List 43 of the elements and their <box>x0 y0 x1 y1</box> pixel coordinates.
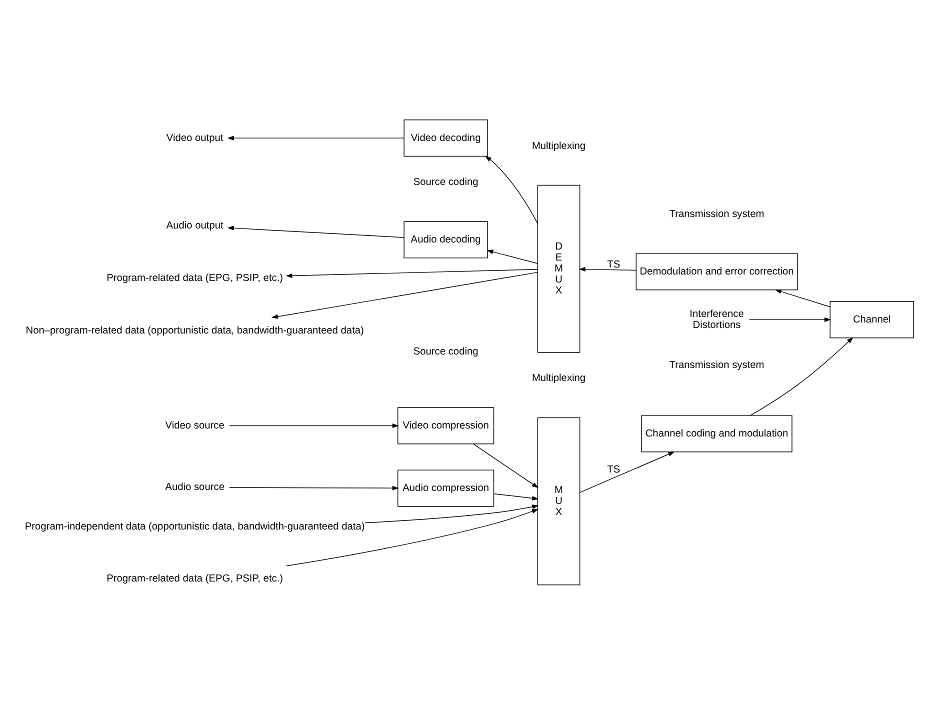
node-text: Video output <box>166 132 224 144</box>
node-text: Program-independent data (opportunistic data, bandwidth-guaranteed data) <box>24 520 365 532</box>
arrow <box>578 266 636 272</box>
node-text: Audio source <box>165 482 224 493</box>
node-box: Channel <box>830 300 914 338</box>
node-box: M U X <box>537 416 580 585</box>
node-text: Non–program-related data (opportunistic data, bandwidth-guaranteed data) <box>26 324 364 336</box>
arrow <box>748 316 831 322</box>
arrow <box>486 249 538 264</box>
arrow <box>286 268 538 278</box>
node-box: Audio decoding <box>404 220 488 258</box>
arrow <box>774 288 830 307</box>
node-box: Demodulation and error correction <box>636 252 798 290</box>
label: Multiplexing <box>532 372 586 384</box>
node-box: Video compression <box>398 406 494 444</box>
arrow <box>364 504 539 523</box>
label: Transmission system <box>669 360 764 371</box>
edge-label: TS <box>607 259 620 270</box>
arrow <box>227 135 404 140</box>
arrow <box>229 422 399 428</box>
node-text: Program-related data (EPG, PSIP, etc.) <box>106 272 284 284</box>
node-text: Interference Distortions <box>690 308 744 330</box>
node-box: Audio compression <box>398 469 494 506</box>
node-box: D E M U X <box>537 184 580 352</box>
node-text: Video source <box>165 420 224 431</box>
arrow <box>227 225 404 238</box>
node-text: Audio output <box>166 220 224 232</box>
node-box: Channel coding and modulation <box>641 414 792 452</box>
arrow <box>493 492 539 500</box>
arrow <box>750 336 854 416</box>
label: Multiplexing <box>532 140 586 152</box>
node-box: Video decoding <box>404 119 488 156</box>
label: Source coding <box>413 346 478 357</box>
arrow <box>229 485 399 490</box>
arrow <box>271 271 538 318</box>
arrow <box>580 451 675 492</box>
arrow <box>286 508 538 566</box>
arrow <box>473 443 538 488</box>
label: Transmission system <box>669 208 764 220</box>
arrow <box>484 155 538 224</box>
node-text: Program-related data (EPG, PSIP, etc.) <box>106 573 284 584</box>
edge-label: TS <box>607 464 620 475</box>
label: Source coding <box>413 176 478 188</box>
